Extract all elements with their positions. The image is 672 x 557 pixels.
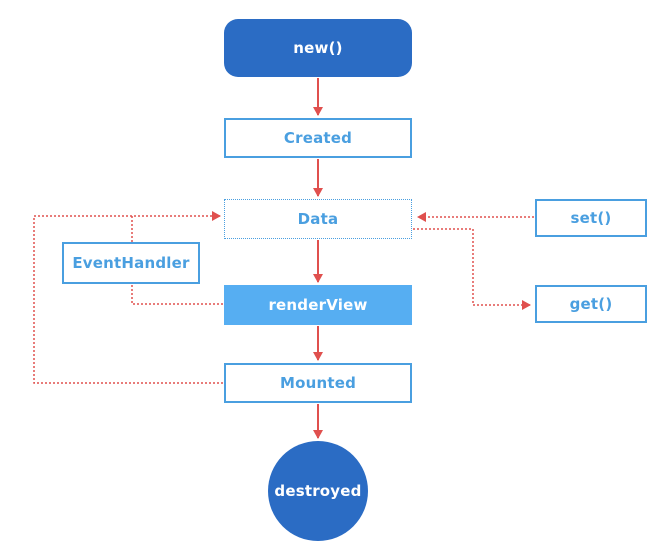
node-new: new() bbox=[224, 19, 412, 77]
node-mounted: Mounted bbox=[224, 363, 412, 403]
edge-renderview-to-eventhandler bbox=[131, 285, 223, 305]
node-created-label: Created bbox=[283, 129, 353, 147]
node-set: set() bbox=[535, 199, 647, 237]
node-eventhandler-label: EventHandler bbox=[72, 254, 190, 272]
node-destroyed-label: destroyed bbox=[274, 482, 362, 500]
node-renderview-label: renderView bbox=[268, 296, 368, 314]
node-set-label: set() bbox=[570, 209, 612, 227]
node-created: Created bbox=[224, 118, 412, 158]
node-eventhandler: EventHandler bbox=[62, 242, 200, 284]
node-mounted-label: Mounted bbox=[279, 374, 357, 392]
node-data: Data bbox=[224, 199, 412, 239]
node-data-label: Data bbox=[297, 210, 339, 228]
edge-data-to-get bbox=[413, 228, 531, 310]
node-get: get() bbox=[535, 285, 647, 323]
node-renderview: renderView bbox=[224, 285, 412, 325]
node-new-label: new() bbox=[293, 39, 343, 57]
node-destroyed: destroyed bbox=[268, 441, 368, 541]
node-get-label: get() bbox=[569, 295, 613, 313]
edge-mounted-to-data bbox=[33, 211, 223, 384]
